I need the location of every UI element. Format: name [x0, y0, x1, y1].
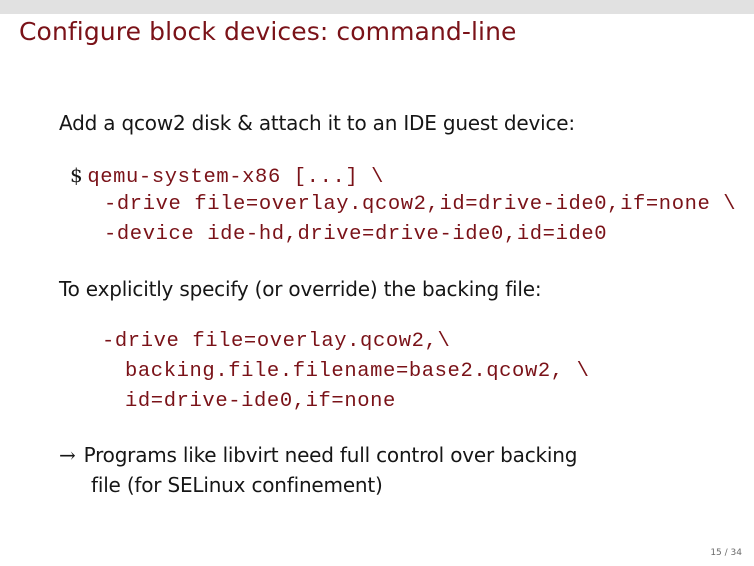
command2-line3: id=drive-ide0,if=none [125, 390, 396, 413]
command1-line1-text: qemu-system-x86 [...] \ [87, 166, 385, 189]
note-line1: → Programs like libvirt need full control… [59, 443, 577, 467]
slide-top-bar [0, 0, 754, 14]
shell-prompt: $ [70, 163, 84, 187]
command2-line1: -drive file=overlay.qcow2,\ [102, 330, 451, 353]
backing-intro-text: To explicitly specify (or override) the … [59, 277, 542, 301]
slide-title: Configure block devices: command-line [19, 17, 517, 46]
intro-text: Add a qcow2 disk & attach it to an IDE g… [59, 111, 575, 135]
command1-line1: $qemu-system-x86 [...] \ [70, 163, 384, 189]
page-number: 15 / 34 [710, 548, 742, 558]
command1-line3: -device ide-hd,drive=drive-ide0,id=ide0 [104, 223, 608, 246]
right-arrow-icon: → [59, 443, 76, 467]
command2-line2: backing.file.filename=base2.qcow2, \ [125, 360, 590, 383]
note-line1-text: Programs like libvirt need full control … [83, 443, 578, 467]
note-line2: file (for SELinux confinement) [91, 473, 383, 497]
command1-line2: -drive file=overlay.qcow2,id=drive-ide0,… [104, 193, 737, 216]
